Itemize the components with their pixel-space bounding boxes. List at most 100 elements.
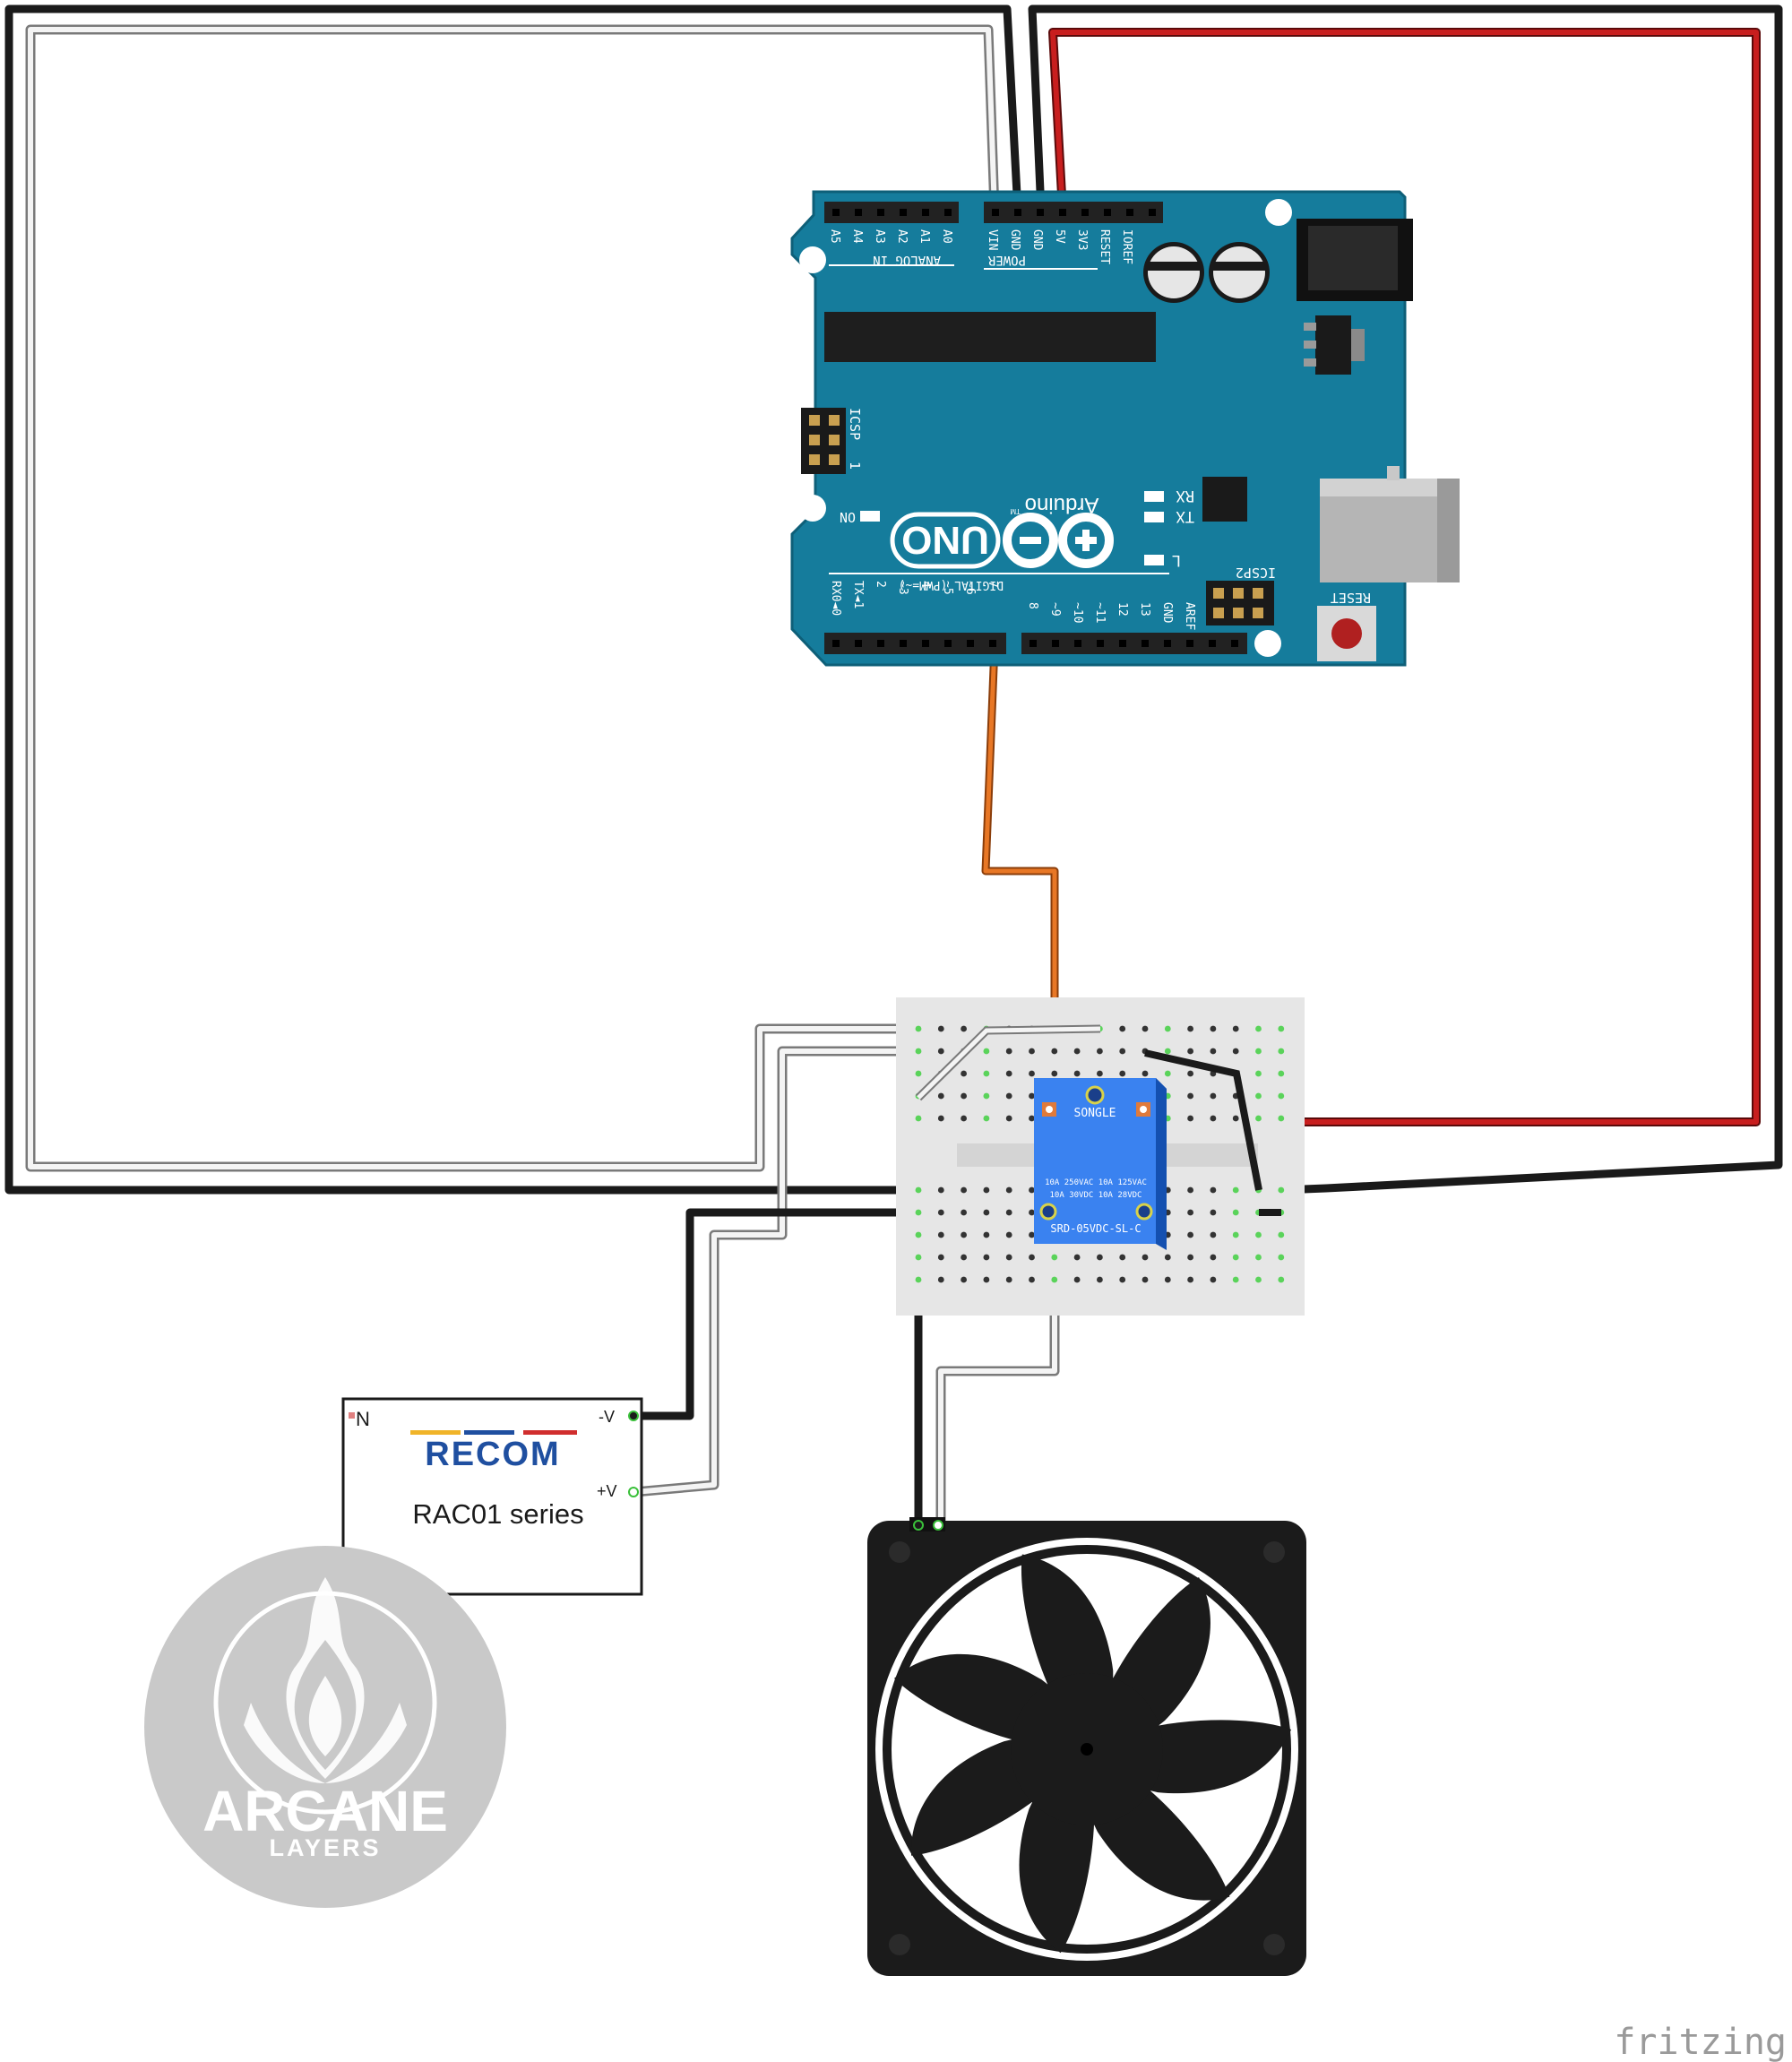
breadboard-hole — [983, 1231, 990, 1238]
pin-label: ~9 — [1048, 602, 1062, 617]
pin-label: A1 — [918, 229, 931, 244]
breadboard-hole — [1187, 1048, 1193, 1055]
header-pin-hole — [1142, 640, 1149, 647]
breadboard-hole — [1210, 1209, 1217, 1216]
breadboard-hole — [1029, 1186, 1035, 1194]
breadboard-hole — [983, 1070, 990, 1077]
breadboard-hole — [1029, 1276, 1035, 1283]
breadboard-hole — [961, 1231, 967, 1238]
mounting-hole — [1265, 199, 1292, 226]
breadboard-hole — [1097, 1276, 1103, 1283]
header-pin-hole — [1231, 640, 1238, 647]
header-pin-hole — [989, 640, 996, 647]
pin-label: ~11 — [1093, 602, 1107, 623]
breadboard-hole — [1029, 1254, 1035, 1261]
breadboard-hole — [1073, 1070, 1081, 1077]
breadboard-hole — [961, 1276, 967, 1283]
breadboard-hole — [1210, 1231, 1217, 1238]
breadboard-hole — [1278, 1115, 1285, 1122]
breadboard-hole — [1187, 1070, 1193, 1077]
breadboard-hole — [1278, 1070, 1285, 1077]
mounting-hole — [799, 495, 826, 522]
power-label: POWER — [987, 253, 1026, 267]
breadboard-hole — [1278, 1048, 1285, 1055]
breadboard-hole — [1142, 1254, 1149, 1261]
header-pin-hole — [1186, 640, 1193, 647]
black-wire-psu-neg — [634, 1208, 918, 1420]
pin-label: 12 — [1116, 602, 1129, 617]
usb-port — [1320, 466, 1460, 582]
recom-power-supply: N L -V +V RECOM RAC01 series — [341, 1397, 643, 1596]
breadboard-hole — [1119, 1254, 1126, 1261]
breadboard-hole — [1278, 1025, 1285, 1032]
breadboard-hole — [1210, 1025, 1217, 1032]
breadboard-hole — [937, 1092, 944, 1100]
rx-label: RX — [1176, 487, 1194, 505]
breadboard-hole — [1073, 1254, 1081, 1261]
breadboard-hole — [1005, 1209, 1012, 1216]
breadboard-hole — [961, 1092, 967, 1100]
relay-pin — [1039, 1203, 1057, 1221]
breadboard-hole — [1232, 1025, 1239, 1032]
psu-pin-n — [349, 1412, 355, 1419]
black-wire-gnd-left — [4, 4, 1022, 1195]
reset-button[interactable] — [1317, 606, 1376, 661]
icsp-pin — [809, 415, 820, 426]
analog-in-label: ANALOG IN — [873, 253, 941, 267]
header-pin-hole — [1104, 209, 1111, 216]
relay-rating-2: 10A 30VDC 10A 28VDC — [1050, 1191, 1142, 1200]
pin-label: A3 — [873, 229, 886, 244]
icsp-pin — [829, 454, 840, 465]
breadboard-hole — [937, 1186, 944, 1194]
breadboard-hole — [1164, 1070, 1171, 1077]
breadboard-hole — [1232, 1209, 1239, 1216]
breadboard-hole — [983, 1186, 990, 1194]
icsp2-header — [1206, 581, 1274, 626]
breadboard-hole — [961, 1254, 967, 1261]
breadboard-hole — [1164, 1276, 1171, 1283]
pin-label: TX◄1 — [851, 581, 865, 608]
mounting-hole — [1254, 630, 1281, 657]
breadboard-hole — [983, 1254, 990, 1261]
breadboard-hole — [1119, 1048, 1126, 1055]
breadboard-hole — [1051, 1048, 1058, 1055]
header-pin-hole — [967, 640, 974, 647]
breadboard-hole — [1187, 1092, 1193, 1100]
pin-label: 4 — [918, 581, 932, 588]
pin-label: RESET — [1098, 229, 1111, 264]
psu-pin-neg — [628, 1411, 639, 1421]
icsp-label: ICSP — [847, 408, 863, 440]
breadboard-hole — [937, 1048, 944, 1055]
breadboard-hole — [961, 1025, 967, 1032]
icsp-pin — [809, 454, 820, 465]
relay-module: SONGLE 10A 250VAC 10A 125VAC 10A 30VDC 1… — [1034, 1078, 1167, 1250]
white-wire-psu-pos — [633, 1046, 918, 1497]
header-pin-hole — [1209, 640, 1216, 647]
breadboard-hole — [1119, 1025, 1126, 1032]
header-pin-hole — [1030, 640, 1037, 647]
recom-logo: RECOM — [410, 1430, 577, 1473]
pin-label: GND — [1008, 229, 1021, 251]
rx-led — [1144, 491, 1164, 502]
breadboard-hole — [1232, 1231, 1239, 1238]
relay-pin — [1135, 1203, 1153, 1221]
breadboard-hole — [1051, 1070, 1058, 1077]
breadboard-hole — [1029, 1048, 1035, 1055]
usb-interface-chip — [1202, 477, 1247, 522]
breadboard-hole — [1232, 1048, 1239, 1055]
breadboard-hole — [1005, 1115, 1012, 1122]
pin-label: 5V — [1053, 229, 1066, 244]
breadboard-hole — [1119, 1070, 1126, 1077]
breadboard-hole — [1029, 1115, 1035, 1122]
header-pin-hole — [855, 209, 862, 216]
header-pin-hole — [1014, 209, 1021, 216]
breadboard-hole — [1210, 1092, 1217, 1100]
psu-label-pos: +V — [597, 1482, 617, 1500]
header-pin-hole — [900, 209, 907, 216]
breadboard-hole — [1255, 1276, 1262, 1283]
icsp2-label: ICSP2 — [1236, 565, 1276, 581]
orange-wire-signal — [981, 644, 1059, 1055]
breadboard-hole — [983, 1048, 990, 1055]
breadboard-hole — [1187, 1254, 1193, 1261]
pin-label: A0 — [940, 229, 953, 244]
